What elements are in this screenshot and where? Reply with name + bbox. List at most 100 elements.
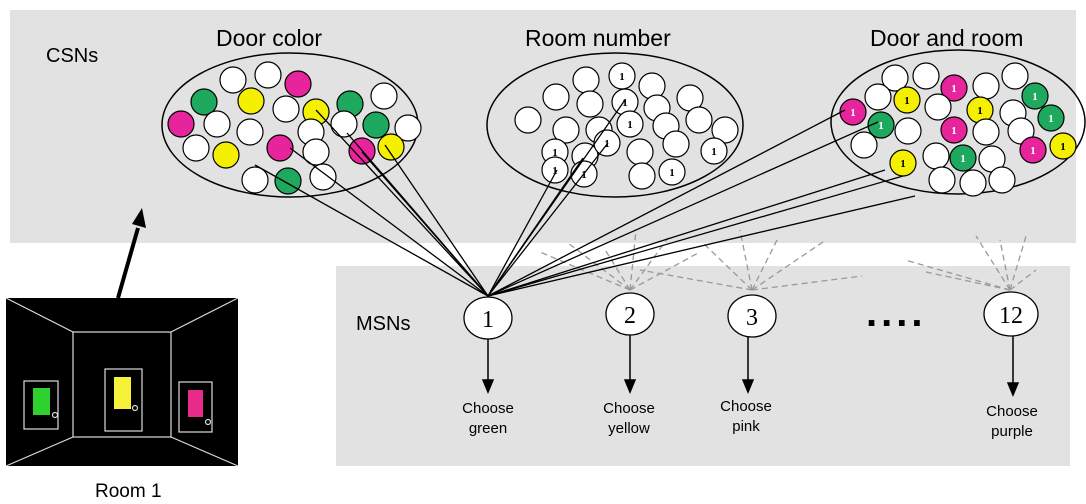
room-number-marker: 1 <box>552 165 558 177</box>
msn-node-number: 12 <box>999 303 1023 329</box>
neuron-circle <box>928 166 956 194</box>
neuron-circle <box>572 66 600 94</box>
room-number-marker: 1 <box>878 120 884 132</box>
neuron-circle <box>167 110 195 138</box>
msn-node-number: 1 <box>482 307 494 333</box>
room-caption: Room 1 <box>95 481 162 502</box>
neuron-circle <box>394 114 422 142</box>
room-to-csn-arrow <box>116 208 146 299</box>
action-label-pink: Choose pink <box>720 398 772 435</box>
neuron-circle <box>959 169 987 197</box>
neuron-circle <box>377 133 405 161</box>
solid-connections <box>254 99 916 297</box>
neuron-circle <box>893 86 921 114</box>
room-number-marker: 1 <box>552 147 558 159</box>
action-label-line1: Choose <box>986 403 1038 420</box>
neuron-circle <box>658 158 686 186</box>
neuron-circle <box>309 163 337 191</box>
action-label-line1: Choose <box>462 400 514 417</box>
room-number-marker: 1 <box>669 167 675 179</box>
neuron-circle <box>988 166 1016 194</box>
msn-node-2: 2 <box>605 292 655 336</box>
neuron-circle <box>864 83 892 111</box>
neuron-circle <box>711 116 739 144</box>
room-number-marker: 1 <box>951 83 957 95</box>
neuron-circle <box>850 131 878 159</box>
neuron-circle <box>972 72 1000 100</box>
neuron-circle <box>972 118 1000 146</box>
neuron-circle <box>190 88 218 116</box>
neuron-circle <box>1021 82 1049 110</box>
neuron-circle <box>330 110 358 138</box>
neuron-circle <box>272 95 300 123</box>
neuron-circle <box>685 106 713 134</box>
neuron-circle <box>542 83 570 111</box>
ensemble-room-number <box>486 52 744 198</box>
neuron-circle <box>940 74 968 102</box>
msn-node-number: 3 <box>746 305 758 331</box>
room-number-marker: 1 <box>627 119 633 131</box>
neuron-circle <box>867 111 895 139</box>
room-door-yellow <box>114 377 131 409</box>
room-door-green <box>33 388 50 415</box>
action-label-line2: purple <box>991 423 1033 440</box>
room-number-marker: 1 <box>1030 145 1036 157</box>
room-door-pink <box>188 390 203 417</box>
group-title-room-number: Room number <box>525 25 671 51</box>
csns-label: CSNs <box>46 45 98 67</box>
neuron-circle <box>576 90 604 118</box>
neuron-circle <box>236 118 264 146</box>
neuron-circle <box>254 61 282 89</box>
room-number-marker: 1 <box>977 105 983 117</box>
ensemble-door-and-room <box>830 49 1086 195</box>
action-label-green: Choose green <box>462 400 514 437</box>
neuron-circle <box>274 167 302 195</box>
neuron-circle <box>894 117 922 145</box>
neuron-circle <box>241 166 269 194</box>
room-number-marker: 1 <box>619 71 625 83</box>
neuron-circle <box>237 87 265 115</box>
room-number-marker: 1 <box>850 107 856 119</box>
neuron-circle <box>616 110 644 138</box>
room-number-marker: 1 <box>960 153 966 165</box>
msn-node-12: 12 <box>983 291 1039 337</box>
neuron-circle <box>212 141 240 169</box>
neuron-circle <box>922 142 950 170</box>
msn-node-1: 1 <box>463 296 513 340</box>
neuron-circle <box>1001 62 1029 90</box>
room-number-marker: 1 <box>900 158 906 170</box>
group-title-door-and-room: Door and room <box>870 25 1023 51</box>
neuron-circle <box>593 129 621 157</box>
neuron-circle <box>626 138 654 166</box>
action-label-line1: Choose <box>720 398 772 415</box>
dashed-connections <box>539 229 1037 291</box>
neuron-circle <box>628 162 656 190</box>
neuron-circle <box>912 62 940 90</box>
action-label-line2: green <box>469 420 507 437</box>
neuron-circle <box>949 144 977 172</box>
ellipsis-dots: .... <box>866 291 926 335</box>
room-picture <box>5 297 239 467</box>
neuron-circle <box>1049 132 1077 160</box>
neuron-circle <box>266 134 294 162</box>
neuron-circle <box>940 116 968 144</box>
room-number-marker: 1 <box>1048 113 1054 125</box>
room-number-marker: 1 <box>581 169 587 181</box>
neuron-circle <box>219 66 247 94</box>
neuron-circle <box>182 134 210 162</box>
neuron-circle <box>302 138 330 166</box>
neuron-circle <box>700 137 728 165</box>
room-number-marker: 1 <box>711 146 717 158</box>
room-number-marker: 1 <box>1032 91 1038 103</box>
action-label-line1: Choose <box>603 400 655 417</box>
neuron-circle <box>203 110 231 138</box>
room-number-marker: 1 <box>904 95 910 107</box>
neuron-circle <box>541 156 569 184</box>
room-number-marker: 1 <box>1060 141 1066 153</box>
neuron-circle <box>514 106 542 134</box>
neuron-circle <box>881 64 909 92</box>
output-arrows <box>481 335 1020 397</box>
neuron-circle <box>1037 104 1065 132</box>
group-title-door-color: Door color <box>216 25 322 51</box>
